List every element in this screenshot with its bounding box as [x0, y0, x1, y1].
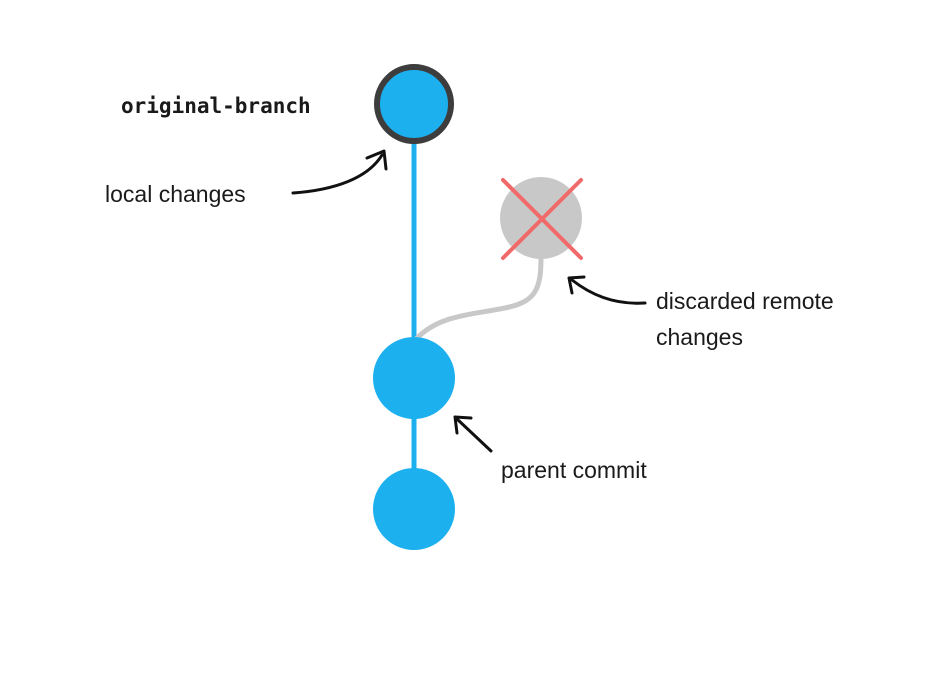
discarded-branch-connector [414, 255, 544, 341]
head-commit [374, 64, 454, 144]
parent-commit-label: parent commit [501, 457, 647, 483]
root-commit [373, 468, 455, 550]
arrow-parent-commit-icon [453, 415, 493, 453]
arrow-local-changes-icon [291, 149, 388, 195]
arrow-discarded-icon [567, 275, 647, 305]
parent-commit [373, 337, 455, 419]
local-changes-label: local changes [105, 181, 246, 207]
discarded-label-line2: changes [656, 324, 743, 350]
discarded-label-line1: discarded remote [656, 288, 834, 314]
branch-label: original-branch [121, 94, 311, 118]
x-mark-icon [501, 178, 583, 260]
